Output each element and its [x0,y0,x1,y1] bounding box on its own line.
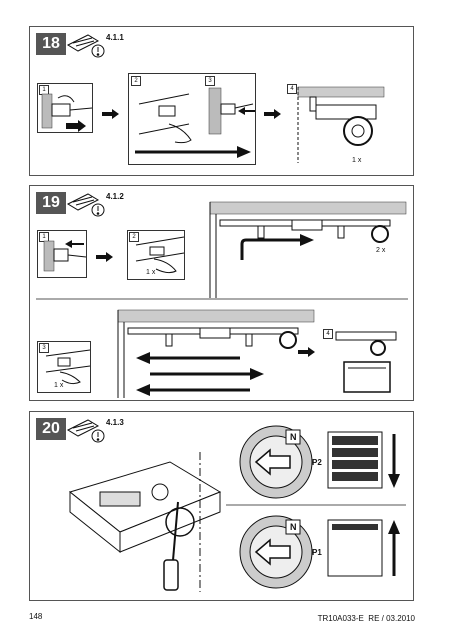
rail-slide-illustration [117,309,315,398]
arrow-right-icon [96,252,113,262]
plug-connector-illustration [43,240,87,272]
manual-reference-icon [66,419,105,443]
step-number: 2 [129,232,139,242]
switch-detail-top [239,425,313,499]
step-3-frame: 3 1 x [37,341,91,393]
count-label: 1 x [352,157,362,164]
step-number: 3 [205,76,215,86]
step-1-frame: 1 [37,83,93,133]
divider-line [226,504,406,506]
section-reference: 4.1.3 [106,418,124,427]
door-closing-illustration [327,431,400,489]
door-opening-illustration [327,519,400,577]
panel-number-badge: 18 [36,33,66,55]
panel-18: 18 4.1.1 1 2 3 [29,26,414,176]
count-label: 2 x [376,247,386,254]
panel-19: 19 4.1.2 1 2 1 x [29,185,414,401]
step-1-frame: 1 [37,230,87,278]
step-2-frame: 2 1 x [127,230,185,280]
plug-connector-illustration [41,93,93,129]
ceiling-unit-illustration [297,86,385,163]
step-4-frame: 4 [322,328,408,394]
arrow-right-icon [66,120,86,132]
switch-letter: N [290,522,297,532]
step-number: 2 [131,76,141,86]
arrow-right-icon [298,347,315,357]
count-label: 1 x [146,269,156,276]
section-reference: 4.1.2 [106,192,124,201]
step-number: 4 [323,329,333,339]
panel-number-badge: 19 [36,192,66,214]
hand-unlock-illustration [45,349,91,385]
unplug-sequence-illustration [135,87,255,158]
document-reference: TR10A033-E RE / 03.2010 [317,614,415,623]
operator-housing-illustration [68,452,222,592]
step-number: 4 [287,84,297,94]
page-number: 148 [29,612,43,621]
mode-label-p1: P1 [312,548,322,557]
arrow-right-icon [264,109,281,119]
switch-letter: N [290,432,297,442]
step-4-frame: 4 1 x [286,83,386,171]
manual-reference-icon [66,34,105,58]
count-label: 1 x [54,382,64,389]
step-2-3-frame: 2 3 [128,73,256,165]
divider-line [36,298,408,300]
panel-number-badge: 20 [36,418,66,440]
switch-detail-bottom [239,515,313,589]
rail-mounting-illustration [209,201,407,298]
section-reference: 4.1.1 [106,33,124,42]
arrow-right-icon [102,109,119,119]
door-closed-illustration [335,331,397,393]
manual-reference-icon [66,193,105,217]
hand-unlock-illustration [135,236,185,274]
panel-20: 20 4.1.3 N P2 [29,411,414,601]
step-number: 3 [39,343,49,353]
mode-label-p2: P2 [312,458,322,467]
